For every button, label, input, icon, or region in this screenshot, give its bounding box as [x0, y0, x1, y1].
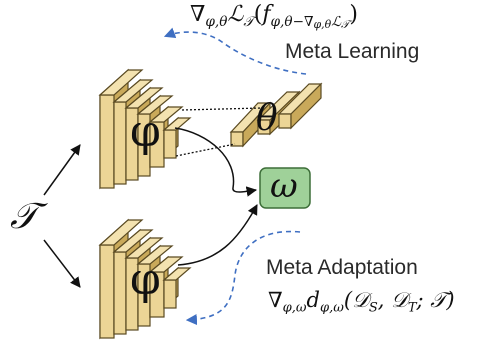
task-symbol: 𝒯 — [10, 196, 38, 237]
task-to-bottom-arrow — [43, 239, 81, 288]
theta-label: θ — [256, 98, 278, 139]
theta-parameter-bars — [229, 82, 323, 148]
task-to-top-arrow — [43, 144, 81, 196]
meta-adaptation-label: Meta Adaptation — [266, 256, 418, 279]
phi-top-label: φ — [130, 106, 161, 157]
top-network-stack — [98, 68, 192, 190]
omega-box — [259, 167, 311, 209]
meta-learning-label: Meta Learning — [285, 40, 420, 63]
omega-label: ω — [270, 166, 298, 206]
projection-line-top — [181, 107, 263, 111]
phi-bottom-to-omega-arrow — [177, 204, 258, 266]
phi-bottom-label: φ — [130, 254, 161, 305]
phi-top-to-omega-arrow — [174, 127, 258, 197]
bottom-network-stack — [98, 218, 192, 340]
meta-learning-dashed-arrow — [163, 27, 307, 75]
projection-line-bottom — [175, 143, 236, 157]
meta-adaptation-gradient-formula: ∇φ,ωdφ,ω(𝒟S, 𝒟T; 𝒯) — [268, 288, 455, 316]
meta-learning-gradient-formula: ∇φ,θℒ𝒯(fφ,θ−∇φ,θℒ𝒯) — [190, 2, 358, 31]
